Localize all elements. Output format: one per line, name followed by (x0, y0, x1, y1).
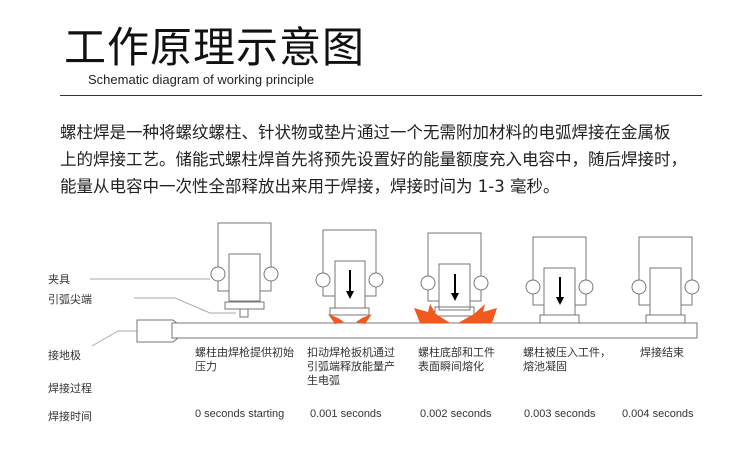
step-description: 螺柱被压入工件，熔池凝固 (523, 346, 611, 373)
label-ground: 接地极 (48, 349, 81, 362)
station-3 (414, 232, 497, 323)
step-description: 焊接结束 (640, 346, 684, 359)
step-time: 0.004 seconds (622, 408, 694, 420)
step-description: 扣动焊枪扳机通过引弧端释放能量产生电弧 (307, 346, 395, 387)
page-subtitle: Schematic diagram of working principle (88, 72, 315, 87)
step-time: 0.001 seconds (310, 408, 382, 420)
title-divider (60, 95, 702, 96)
page-title: 工作原理示意图 (64, 23, 366, 72)
station-2 (315, 229, 384, 324)
step-time: 0.002 seconds (420, 408, 492, 420)
label-time: 焊接时间 (48, 410, 92, 423)
spark-right (458, 304, 497, 323)
station-1 (210, 222, 279, 318)
step-description: 螺柱由焊枪提供初始压力 (195, 346, 294, 373)
label-process: 焊接过程 (48, 382, 92, 395)
label-arc-tip: 引弧尖端 (48, 293, 92, 306)
intro-line: 能量从电容中一次性全部释放出来用于焊接，焊接时间为 1-3 毫秒。 (60, 177, 560, 196)
step-time: 0 seconds starting (195, 408, 285, 420)
label-clamp: 夹具 (48, 273, 70, 286)
spark-left (328, 314, 344, 324)
workpiece-plate (171, 322, 698, 339)
spark-left (414, 304, 450, 323)
intro-line: 螺柱焊是一种将螺纹螺柱、针状物或垫片通过一个无需附加材料的电弧焊接在金属板 (60, 123, 671, 142)
step-description: 螺柱底部和工件表面瞬间熔化 (418, 346, 495, 373)
station-5 (631, 236, 700, 324)
intro-line: 上的焊接工艺。储能式螺柱焊首先将预先设置好的能量额度充入电容中，随后焊接时， (60, 150, 687, 169)
arc-tip-leader-line (134, 297, 236, 314)
spark-right (356, 314, 372, 324)
station-4 (525, 236, 594, 324)
ground-leader-line (91, 330, 137, 347)
step-time: 0.003 seconds (524, 408, 596, 420)
